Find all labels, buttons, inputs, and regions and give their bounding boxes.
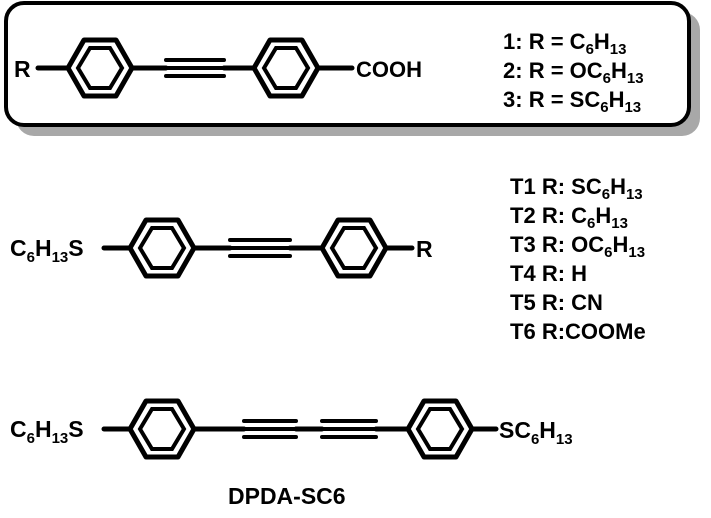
compound-1: 1: R = C6H13 xyxy=(503,29,626,58)
middle-r-label: R xyxy=(416,236,433,262)
ring-inner xyxy=(75,46,125,90)
t-series-item: T6 R:COOMe xyxy=(510,319,646,344)
compound-2: 2: R = OC6H13 xyxy=(503,58,644,87)
t-series-item: T2 R: C6H13 xyxy=(510,203,628,232)
ring-inner xyxy=(137,226,187,270)
triple-bond xyxy=(228,238,292,258)
top-structure: R COOH xyxy=(14,37,422,99)
t-series-item: T1 R: SC6H13 xyxy=(510,174,643,203)
compound-list: 1: R = C6H13 2: R = OC6H13 3: R = SC6H13 xyxy=(503,29,644,116)
ring-inner xyxy=(415,407,465,451)
t-series-item: T5 R: CN xyxy=(510,290,603,315)
ring-inner xyxy=(137,407,187,451)
dpda-sc6-name: DPDA-SC6 xyxy=(228,483,346,509)
compound-3: 3: R = SC6H13 xyxy=(503,87,641,116)
middle-structure: C6H13S R xyxy=(10,217,433,279)
ring-inner xyxy=(261,46,311,90)
bottom-hexylthio-label-right: SC6H13 xyxy=(499,417,573,448)
top-r-label: R xyxy=(14,56,31,82)
triple-bond xyxy=(320,419,378,439)
triple-bond xyxy=(242,419,298,439)
bottom-structure: C6H13S SC6H13 DPDA-SC6 xyxy=(10,398,573,509)
compound-box: R COOH 1: R = C6H13 2: R = OC6H13 3: R =… xyxy=(4,1,700,136)
t-series-list: T1 R: SC6H13 T2 R: C6H13 T3 R: OC6H13 T4… xyxy=(510,174,646,344)
t-series-item: T4 R: H xyxy=(510,261,587,286)
triple-bond xyxy=(164,58,226,78)
t-series-item: T3 R: OC6H13 xyxy=(510,232,645,261)
box-frame xyxy=(4,1,691,127)
ring-inner xyxy=(329,226,379,270)
middle-hexylthio-label: C6H13S xyxy=(10,235,84,266)
bottom-hexylthio-label-left: C6H13S xyxy=(10,416,84,447)
cooh-label: COOH xyxy=(356,57,422,82)
